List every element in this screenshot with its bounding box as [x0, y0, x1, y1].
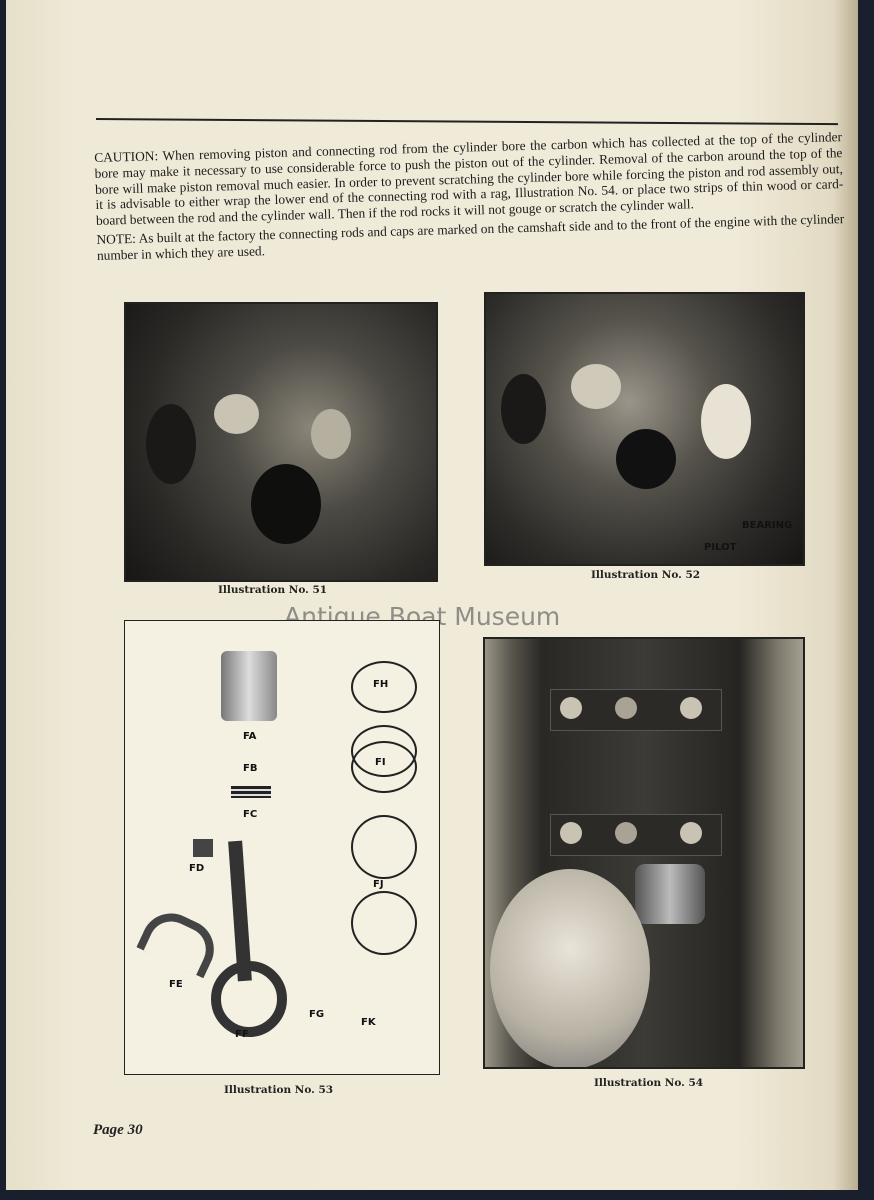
part-label-fb: FB	[243, 763, 258, 774]
part-label-fk: FK	[361, 1017, 376, 1028]
illustration-51-photo	[124, 302, 438, 582]
illustration-53-drawing: FA FB FC FD FE FF FG FK FH FI FJ	[124, 620, 440, 1075]
part-label-fj: FJ	[373, 879, 384, 890]
body-text: CAUTION: When removing piston and connec…	[94, 129, 845, 266]
bearing-label: BEARING	[742, 520, 793, 531]
pilot-label: PILOT	[704, 542, 737, 553]
part-label-fa: FA	[243, 731, 257, 742]
page-number: Page 30	[93, 1122, 143, 1138]
part-label-fh: FH	[373, 679, 389, 690]
part-label-fd: FD	[189, 863, 205, 874]
part-label-fi: FI	[375, 757, 386, 768]
illustration-54-caption: Illustration No. 54	[594, 1077, 704, 1089]
part-label-ff: FF	[235, 1029, 249, 1040]
illustration-53-caption: Illustration No. 53	[224, 1084, 334, 1096]
illustration-52-photo: BEARING PILOT	[484, 292, 805, 566]
part-label-fe: FE	[169, 979, 183, 990]
illustration-52-caption: Illustration No. 52	[591, 569, 701, 581]
part-label-fc: FC	[243, 809, 258, 820]
part-label-fg: FG	[309, 1009, 325, 1020]
header-rule	[95, 118, 838, 126]
illustration-51-caption: Illustration No. 51	[218, 584, 328, 596]
illustration-54-photo	[483, 637, 805, 1069]
